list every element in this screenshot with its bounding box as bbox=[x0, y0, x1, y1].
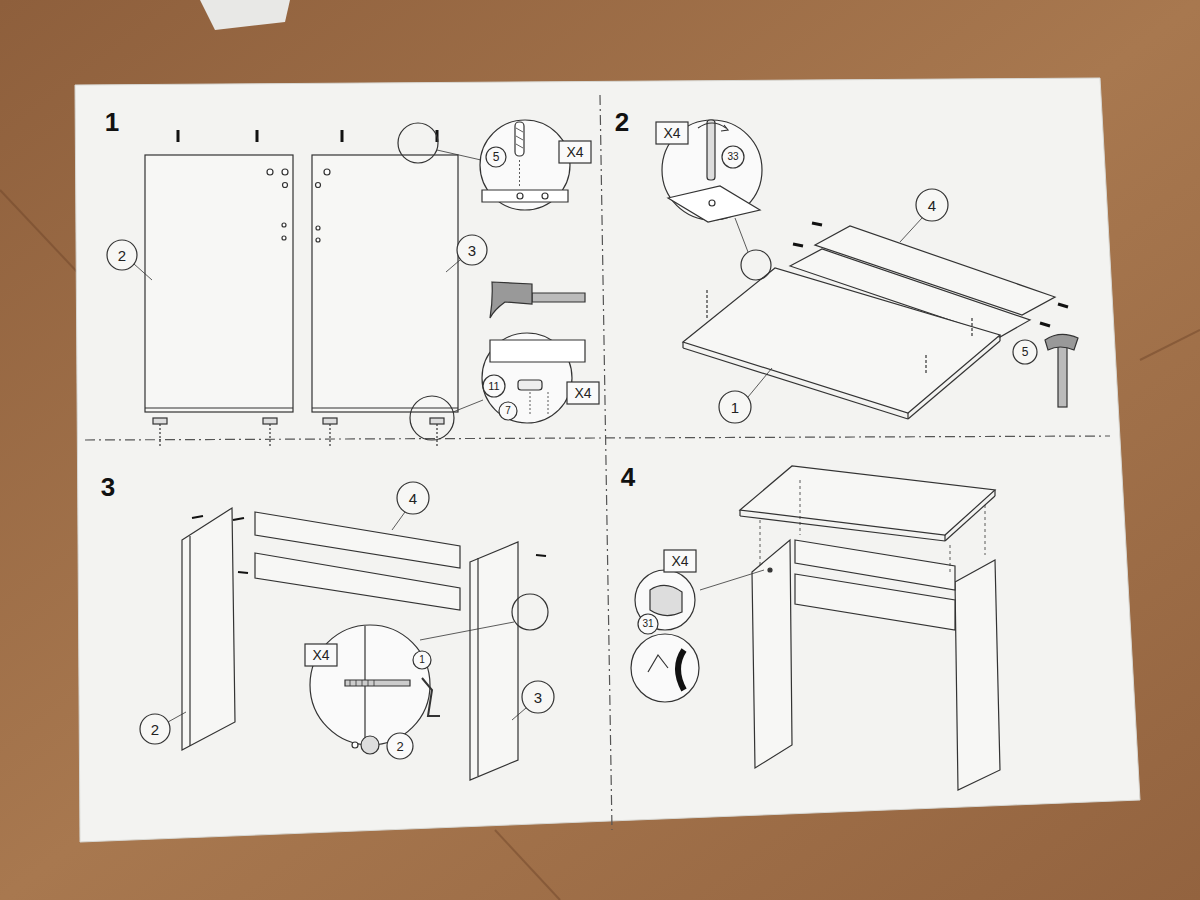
quantity-label: X4 bbox=[671, 554, 688, 568]
table-top bbox=[740, 466, 995, 535]
dowel-detail bbox=[515, 122, 524, 156]
quantity-label: X4 bbox=[566, 145, 583, 159]
cam-bolt bbox=[345, 680, 410, 686]
quantity-box bbox=[559, 141, 591, 163]
callout-number: 31 bbox=[642, 619, 653, 629]
step-number: 4 bbox=[621, 464, 635, 490]
step1-drawing bbox=[107, 120, 599, 446]
step4-drawing bbox=[631, 466, 1000, 790]
callout-circle bbox=[486, 147, 506, 167]
cam-lock bbox=[650, 585, 682, 615]
magnifier bbox=[631, 634, 699, 702]
callout-circle bbox=[387, 733, 413, 759]
magnifier bbox=[310, 625, 430, 745]
leader-line bbox=[437, 150, 481, 160]
cam-fittings bbox=[153, 418, 444, 446]
cam-nut bbox=[361, 736, 379, 754]
callout-circle bbox=[397, 482, 429, 514]
callout-circle bbox=[499, 402, 517, 420]
drop-guides bbox=[760, 480, 985, 575]
magnifier bbox=[635, 570, 695, 630]
step3-drawing bbox=[140, 482, 554, 780]
callout-circle bbox=[522, 681, 554, 713]
detail-circle bbox=[410, 396, 454, 440]
step2-drawing bbox=[656, 120, 1078, 423]
callout-circle bbox=[457, 235, 487, 265]
quantity-box bbox=[567, 382, 599, 404]
cam-detail bbox=[518, 380, 542, 390]
callout-number: 2 bbox=[151, 722, 159, 737]
detail-circle bbox=[512, 594, 548, 630]
callout-number: 7 bbox=[505, 406, 511, 416]
callout-number: 5 bbox=[1022, 346, 1029, 358]
callout-number: 3 bbox=[468, 243, 476, 258]
callout-circle bbox=[722, 146, 744, 168]
step-number: 1 bbox=[105, 109, 119, 135]
quantity-box bbox=[664, 550, 696, 572]
callout-number: 5 bbox=[493, 151, 500, 163]
magnifier bbox=[480, 120, 570, 210]
quantity-label: X4 bbox=[663, 126, 680, 140]
callout-number: 4 bbox=[928, 198, 936, 213]
rail-board bbox=[795, 574, 955, 630]
side-panel bbox=[182, 508, 235, 750]
instruction-sheet bbox=[75, 78, 1140, 842]
callout-number: 11 bbox=[488, 381, 499, 392]
hammer bbox=[490, 282, 585, 318]
callout-circle bbox=[916, 189, 948, 221]
quantity-label: X4 bbox=[312, 648, 329, 662]
quantity-box bbox=[656, 122, 688, 144]
callout-circle bbox=[1013, 340, 1037, 364]
quantity-box bbox=[305, 644, 337, 666]
callout-number: 1 bbox=[419, 655, 425, 665]
turn-arrow bbox=[678, 650, 684, 690]
allen-key bbox=[422, 678, 440, 716]
detail-circle bbox=[741, 250, 771, 280]
detail-circle bbox=[398, 123, 438, 163]
callout-number: 1 bbox=[731, 400, 739, 415]
callout-circle bbox=[638, 614, 658, 634]
table-leg bbox=[752, 540, 792, 768]
callout-circle bbox=[483, 375, 505, 397]
side-panel bbox=[470, 542, 518, 780]
panel-dividers bbox=[85, 95, 1110, 830]
step-number: 3 bbox=[101, 474, 115, 500]
screwdriver bbox=[707, 120, 715, 180]
table-leg bbox=[955, 560, 1000, 790]
callout-circle bbox=[413, 651, 431, 669]
callout-number: 2 bbox=[396, 740, 403, 753]
paper-scrap bbox=[200, 0, 290, 30]
dowels bbox=[192, 516, 546, 573]
callout-number: 33 bbox=[727, 152, 738, 162]
quantity-label: X4 bbox=[574, 386, 591, 400]
panel-holes bbox=[267, 169, 330, 242]
callout-number: 3 bbox=[534, 690, 542, 705]
hammer bbox=[1045, 334, 1078, 407]
dowels bbox=[793, 223, 1068, 326]
side-panel bbox=[312, 155, 458, 412]
callout-circle bbox=[107, 240, 137, 270]
callout-circle bbox=[719, 391, 751, 423]
callout-number: 4 bbox=[409, 491, 417, 506]
rail-board bbox=[255, 553, 460, 610]
step-number: 2 bbox=[615, 109, 629, 135]
callout-number: 2 bbox=[118, 248, 126, 263]
side-panel bbox=[145, 155, 293, 412]
callout-circle bbox=[140, 714, 170, 744]
